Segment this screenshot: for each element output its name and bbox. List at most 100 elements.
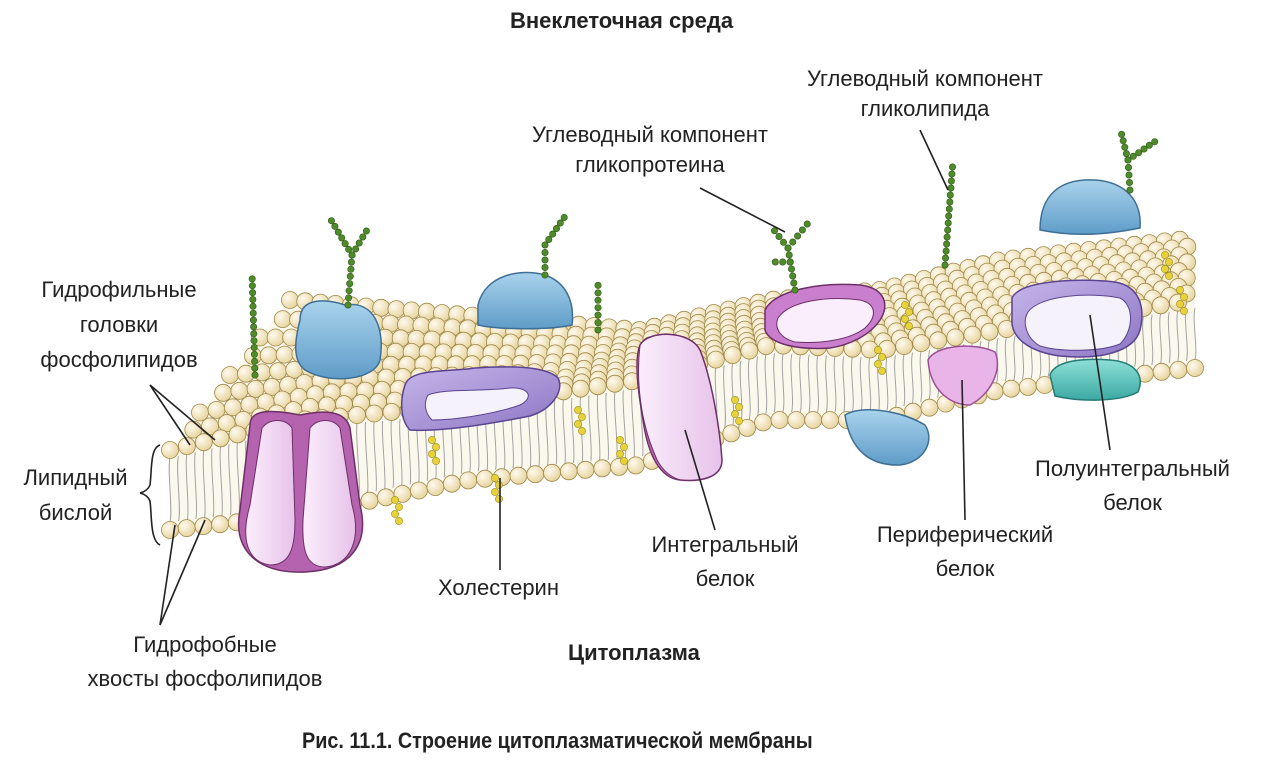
sugar-bead [947,177,955,185]
sugar-bead [1125,164,1133,172]
phospholipid-head [228,425,247,444]
sugar-bead [784,244,792,252]
sugar-bead [770,227,778,235]
cholesterol-bead [574,420,582,428]
sugar-bead [594,304,602,312]
cholesterol-bead [428,436,436,444]
sugar-bead [346,280,354,288]
sugar-bead [359,233,367,241]
sugar-bead [552,225,560,233]
glycoprotein [764,283,886,350]
sugar-bead [545,236,553,244]
phospholipid-tail [373,421,377,492]
sugar-bead [947,184,955,192]
phospholipid-tail [605,392,610,460]
label-line: Полуинтегральный [1035,456,1230,481]
cholesterol-bead [395,503,403,511]
sugar-bead [541,249,549,257]
phospholipid-tail [885,356,889,411]
phospholipid-tail [894,355,897,409]
cholesterol-bead [878,367,886,375]
sugar-bead [1125,171,1133,179]
sugar-bead [1151,138,1159,146]
phospholipid-head [571,379,590,398]
cholesterol-bead [491,488,499,496]
cholesterol-bead [578,413,586,421]
phospholipid-head [895,337,913,355]
sugar-bead [560,214,568,222]
label-extracellular: Внеклеточная среда [510,8,734,33]
label-line: Углеводный компонент [532,122,768,147]
cholesterol-bead [905,308,913,316]
phospholipid-head [1002,379,1021,398]
phospholipid-head [588,377,607,396]
phospholipid-head [929,331,948,350]
cholesterol-bead [491,474,499,482]
cholesterol-bead [391,510,399,518]
sugar-bead [334,228,342,236]
phospholipid-head [1152,362,1171,381]
cholesterol-bead [1165,258,1173,266]
phospholipid-head [214,383,233,402]
sugar-bead [594,296,602,304]
sugar-bead [341,240,349,248]
purple-protein-center [400,366,561,432]
phospholipid-head [770,411,789,429]
label-line: Углеводный компонент [807,66,1043,91]
sugar-bead [787,265,795,273]
sugar-bead [1145,141,1153,149]
sugar-bead [541,263,549,271]
sugar-bead [1118,130,1126,138]
phospholipid-head [821,411,839,429]
cholesterol-bead [616,436,624,444]
phospholipid-tail [381,420,386,490]
protein-blue-top [477,271,574,330]
label-line: белок [935,556,995,581]
phospholipid-tail [833,355,837,413]
phospholipid-head [194,433,213,452]
sugar-bead [249,289,257,297]
phospholipid-tail [816,355,820,413]
sugar-bead [1119,137,1127,145]
cholesterol-bead [1161,251,1169,259]
phospholipid-head [754,413,772,432]
sugar-bead [249,309,257,317]
sugar-bead [346,272,354,280]
phospholipid-head [626,456,645,475]
sugar-bead [771,258,779,266]
phospholipid-head [787,411,806,429]
peripheral-protein [927,345,999,406]
sugar-bead [1126,186,1134,194]
phospholipid-head [442,474,461,493]
phospholipid-head [723,346,742,365]
sugar-bead [948,163,956,171]
sugar-bead [1135,149,1143,157]
phospholipid-head [409,481,428,500]
label-line: гликопротеина [575,152,725,177]
phospholipid-tail [731,362,735,425]
phospholipid-tail [919,350,923,402]
sugar-bead [249,295,257,303]
phospholipid-tail [185,453,189,521]
phospholipid-tail [773,353,776,413]
sugar-bead [248,275,256,283]
cholesterol-bead [874,346,882,354]
phospholipid-head [559,462,578,481]
sugar-bead [352,245,360,253]
phospholipid-head [266,328,285,347]
phospholipid-head [476,469,494,488]
sugar-bead [355,239,363,247]
sugar-bead [594,326,602,334]
figure-caption: Рис. 11.1. Строение цитоплазматической м… [302,728,813,753]
sugar-bead [790,279,798,287]
phospholipid-tail [622,390,627,459]
phospholipid-tail [868,357,872,413]
cholesterol-bead [495,495,503,503]
phospholipid-tail [928,349,931,400]
sugar-bead [1129,152,1137,160]
phospholipid-head [1019,377,1037,396]
sugar-bead [249,302,257,310]
phospholipid-head [576,460,595,479]
cholesterol-bead [620,457,628,465]
